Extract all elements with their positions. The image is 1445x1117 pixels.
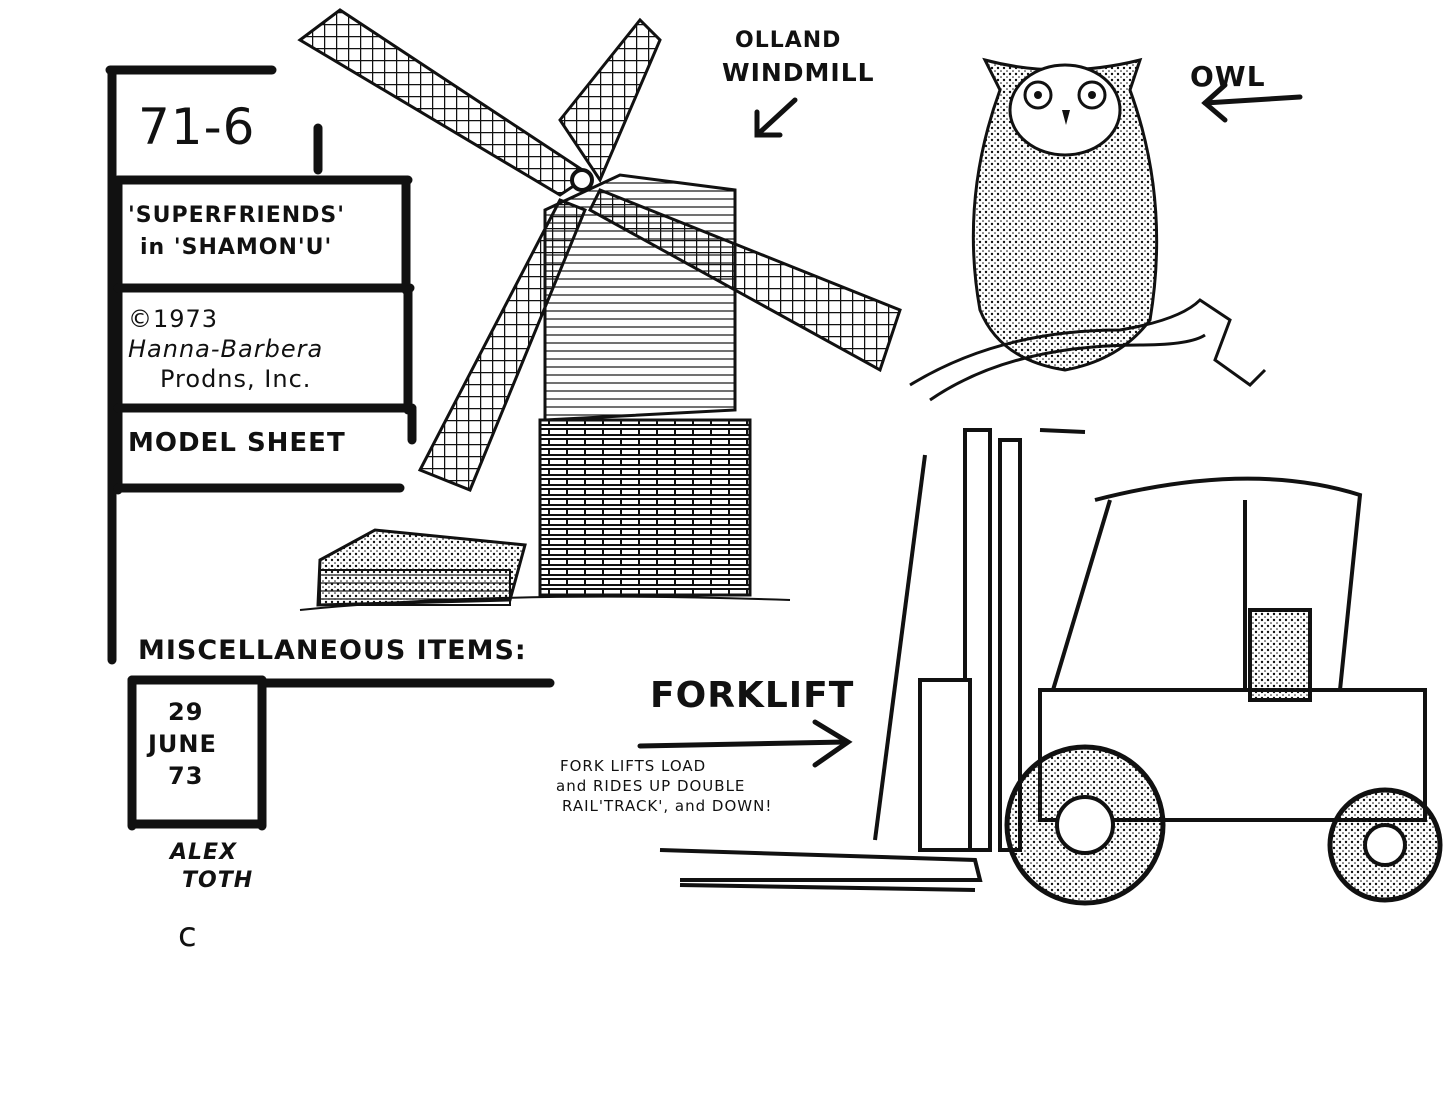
artist-mark: c xyxy=(178,915,198,955)
date-day: 29 xyxy=(168,698,204,726)
windmill-label-line1: OLLAND xyxy=(735,28,842,53)
show-title-line1: 'SUPERFRIENDS' xyxy=(128,203,345,228)
owl-arrow-icon xyxy=(1201,82,1303,123)
copyright-line3: Prodns, Inc. xyxy=(160,365,312,393)
artist-signature-line1: ALEX xyxy=(170,840,238,865)
artist-signature-line2: TOTH xyxy=(182,868,254,893)
show-title-line2: in 'SHAMON'U' xyxy=(140,235,333,260)
copyright-line1: ©1973 xyxy=(128,305,219,333)
sheet-number: 71-6 xyxy=(138,98,256,156)
date-month: JUNE xyxy=(148,730,217,758)
sheet-type: MODEL SHEET xyxy=(128,428,346,458)
forklift-note-line2: and RIDES UP DOUBLE xyxy=(556,777,746,795)
forklift-note-line1: FORK LIFTS LOAD xyxy=(560,757,707,775)
section-heading: MISCELLANEOUS ITEMS: xyxy=(138,635,527,666)
forklift-label: FORKLIFT xyxy=(650,675,855,716)
windmill-label-line2: WINDMILL xyxy=(722,58,875,87)
forklift-note-line3: RAIL'TRACK', and DOWN! xyxy=(562,797,773,815)
date-year: 73 xyxy=(168,762,204,790)
copyright-line2: Hanna-Barbera xyxy=(128,335,324,363)
forklift-arrow-icon xyxy=(637,719,853,768)
owl-label: OWL xyxy=(1190,60,1266,93)
windmill-arrow-icon xyxy=(754,97,798,138)
